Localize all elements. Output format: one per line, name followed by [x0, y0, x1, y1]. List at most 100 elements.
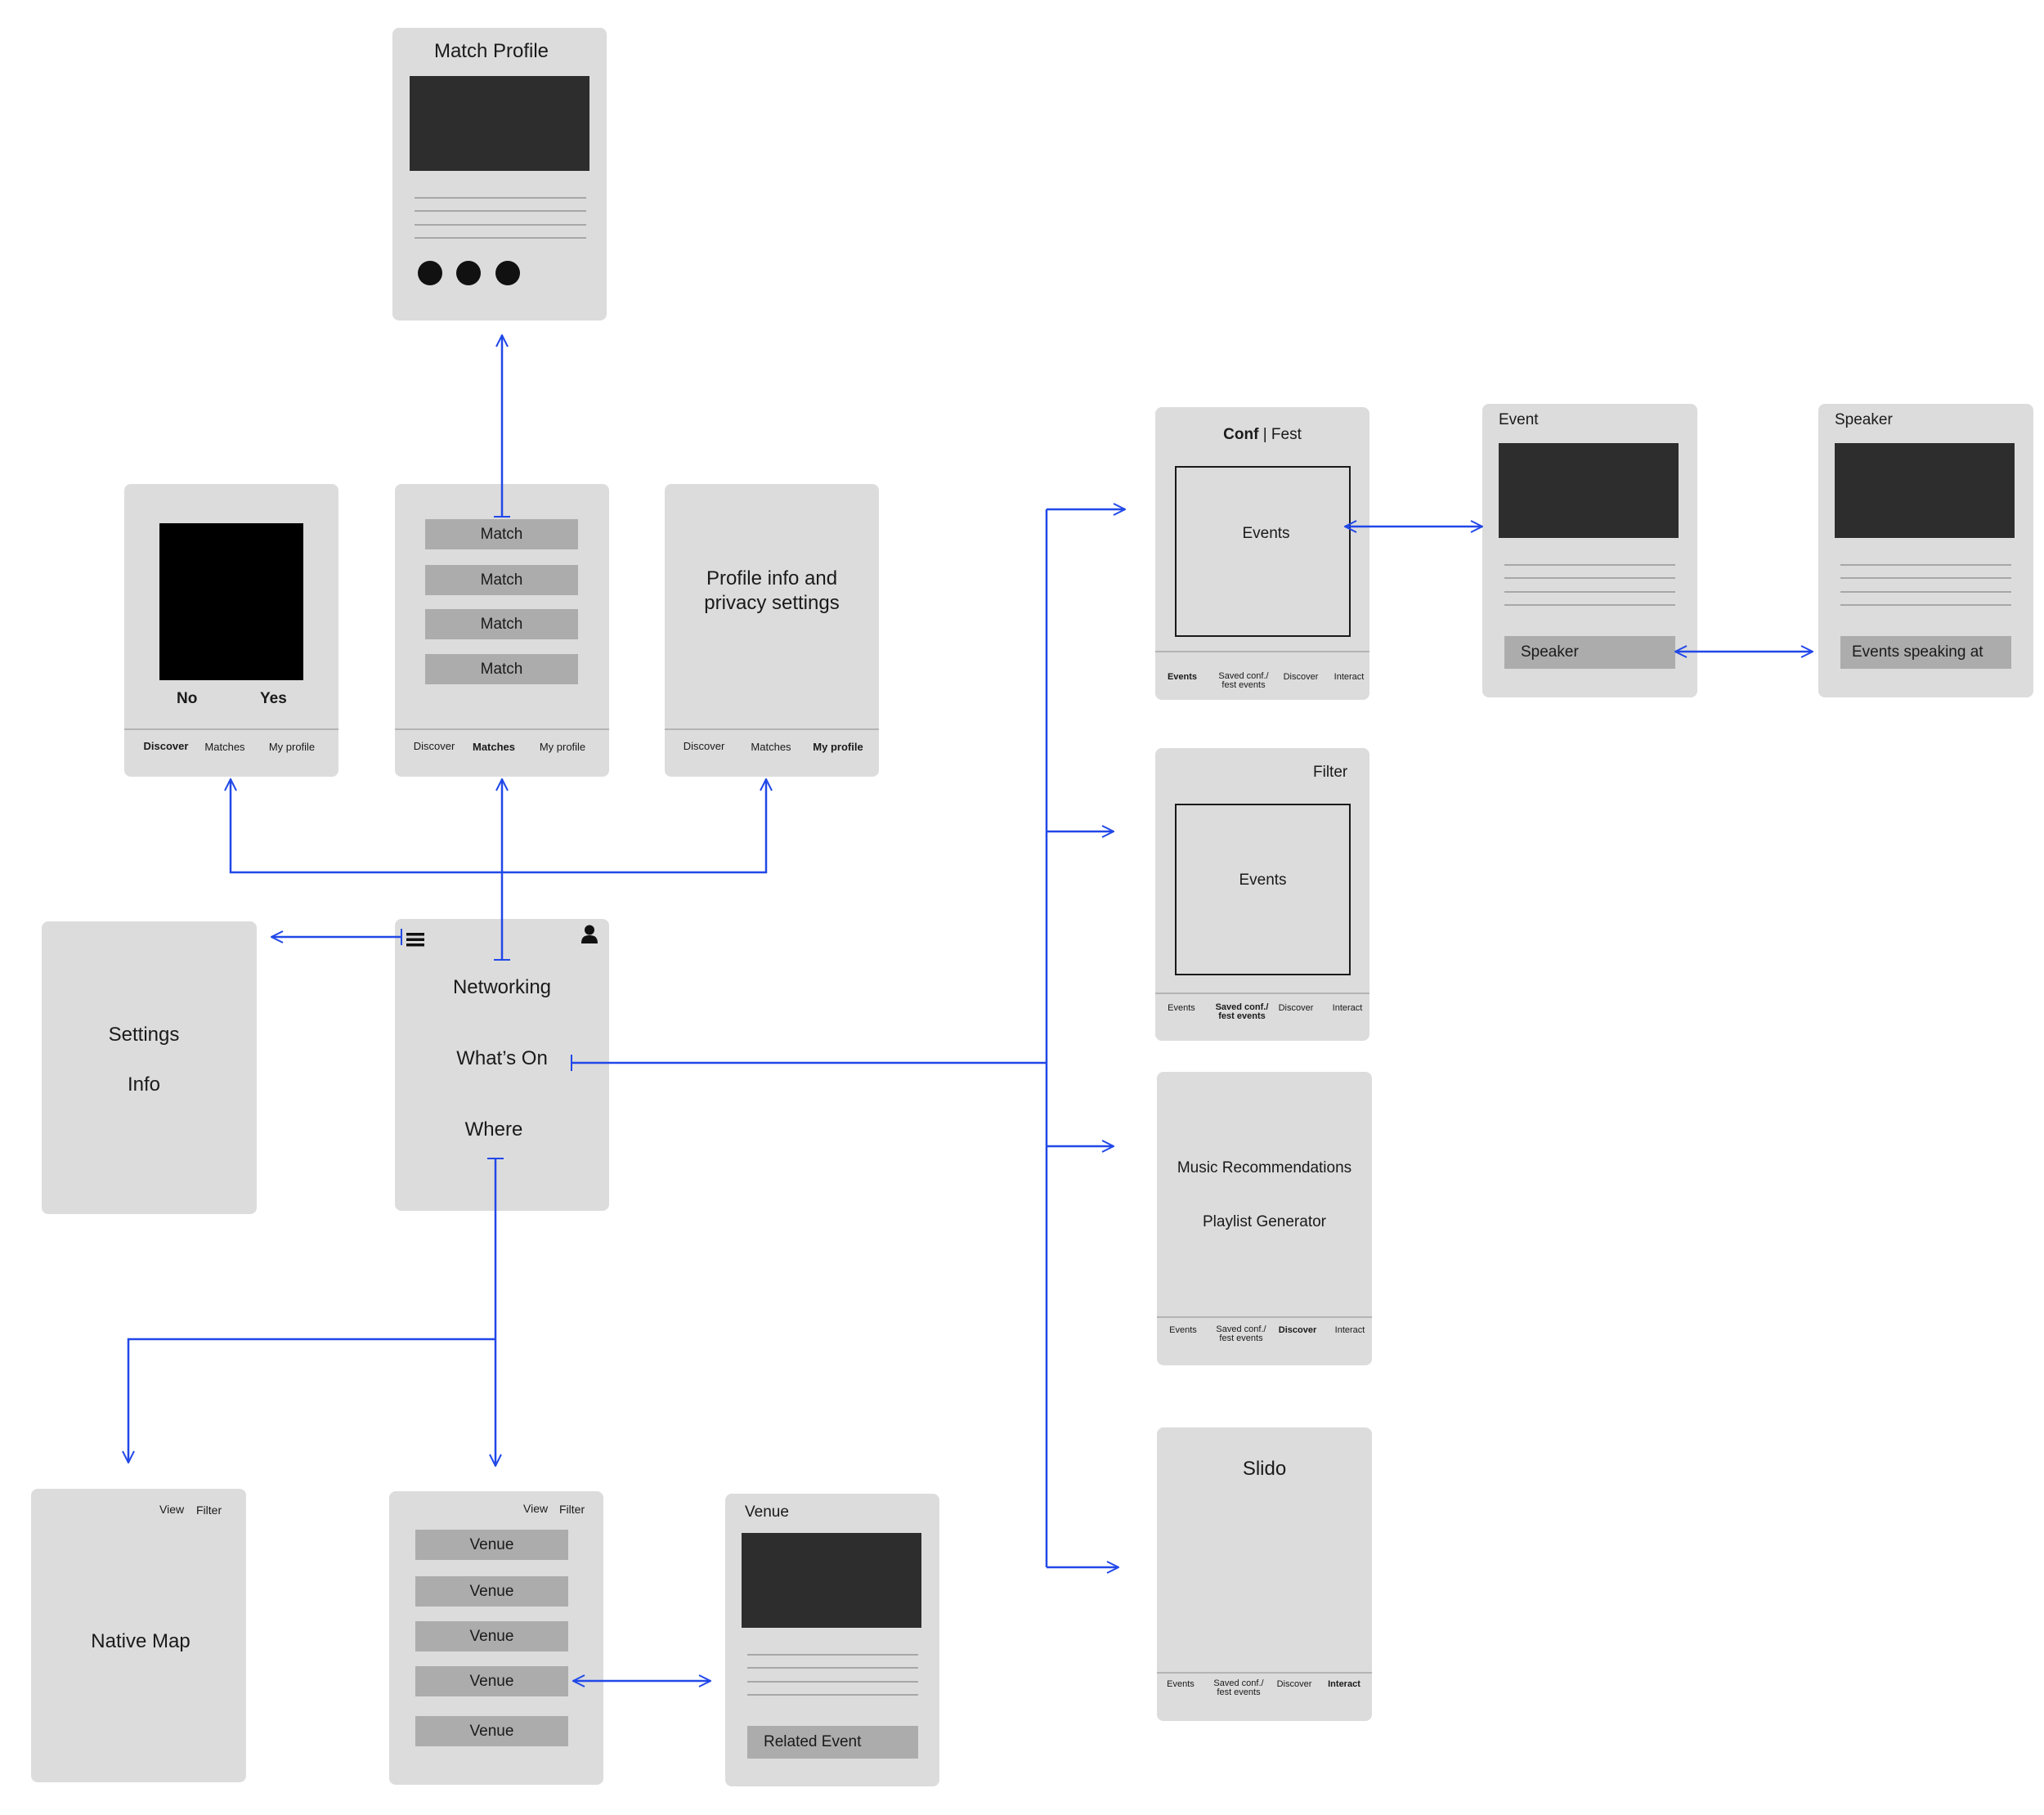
tab-events[interactable]: Events	[1167, 1679, 1195, 1689]
tab-events[interactable]: Events	[1168, 1003, 1195, 1013]
venue-title: Venue	[745, 1504, 789, 1521]
text-line	[415, 210, 586, 212]
saved-label-line1: Saved conf./	[1216, 1324, 1266, 1334]
match-item[interactable]: Match	[425, 565, 578, 595]
speaker-image-placeholder	[1835, 443, 2015, 538]
tab-saved-events[interactable]: Saved conf./ fest events	[1195, 1325, 1287, 1343]
view-button[interactable]: View	[159, 1503, 185, 1516]
text-line	[415, 237, 586, 239]
text-line	[1504, 591, 1675, 593]
text-line	[1840, 591, 2011, 593]
events-speaking-at-button[interactable]: Events speaking at	[1840, 636, 2011, 669]
match-item[interactable]: Match	[425, 519, 578, 549]
whats-on-link[interactable]: What’s On	[456, 1047, 548, 1069]
venue-detail-screen: Venue Related Event	[725, 1494, 939, 1786]
interact-slido-screen: Slido Events Saved conf./ fest events Di…	[1157, 1427, 1372, 1721]
matches-screen: Match Match Match Match Discover Matches…	[395, 484, 609, 777]
text-line	[415, 224, 586, 226]
candidate-photo	[159, 523, 303, 680]
tab-my-profile[interactable]: My profile	[539, 741, 586, 753]
tab-matches[interactable]: Matches	[472, 741, 516, 753]
playlist-generator-link[interactable]: Playlist Generator	[1202, 1213, 1326, 1230]
connector-to-discover	[231, 779, 502, 874]
match-item[interactable]: Match	[425, 654, 578, 684]
connector-to-native-map	[128, 1338, 495, 1463]
tab-matches[interactable]: Matches	[751, 741, 791, 753]
tab-saved-events[interactable]: Saved conf./ fest events	[1198, 672, 1289, 690]
related-event-button[interactable]: Related Event	[747, 1726, 918, 1759]
tab-interact[interactable]: Interact	[1334, 1325, 1365, 1335]
tab-discover[interactable]: Discover	[1283, 672, 1319, 682]
match-item[interactable]: Match	[425, 609, 578, 639]
tab-my-profile[interactable]: My profile	[268, 741, 316, 753]
filter-button[interactable]: Filter	[559, 1503, 585, 1516]
action-button[interactable]	[495, 261, 520, 285]
settings-screen: Settings Info	[42, 921, 257, 1214]
tab-interact[interactable]: Interact	[1334, 672, 1365, 682]
view-button[interactable]: View	[523, 1502, 549, 1515]
tab-discover[interactable]: Discover	[1278, 1003, 1314, 1013]
tab-matches[interactable]: Matches	[204, 741, 245, 753]
tab-discover[interactable]: Discover	[1278, 1325, 1317, 1335]
tab-my-profile[interactable]: My profile	[813, 741, 863, 753]
slido-title: Slido	[1242, 1458, 1287, 1480]
venue-item[interactable]: Venue	[415, 1716, 568, 1746]
networking-link[interactable]: Networking	[452, 976, 552, 998]
text-line	[747, 1654, 918, 1656]
match-profile-screen: Match Profile	[392, 28, 607, 320]
venue-item[interactable]: Venue	[415, 1666, 568, 1696]
tab-bar-divider	[665, 728, 879, 730]
saved-label-line2: fest events	[1218, 1011, 1266, 1021]
tab-discover[interactable]: Discover	[413, 740, 455, 752]
venue-item[interactable]: Venue	[415, 1576, 568, 1607]
venue-image-placeholder	[742, 1533, 921, 1628]
text-line	[1504, 577, 1675, 579]
text-line	[415, 197, 586, 199]
event-title: Event	[1499, 411, 1539, 428]
my-profile-screen: Profile info and privacy settings Discov…	[665, 484, 879, 777]
tab-discover[interactable]: Discover	[143, 740, 189, 752]
where-link[interactable]: Where	[464, 1118, 523, 1141]
hamburger-menu-icon[interactable]	[406, 932, 424, 947]
settings-item[interactable]: Settings	[108, 1024, 180, 1046]
text-line	[747, 1694, 918, 1696]
saved-events-screen: Filter Events Events Saved conf./ fest e…	[1155, 748, 1369, 1041]
user-icon[interactable]	[581, 925, 598, 944]
tab-bar-divider	[1157, 1672, 1372, 1674]
tab-bar-divider	[1157, 1316, 1372, 1318]
tab-discover[interactable]: Discover	[683, 740, 725, 752]
no-button[interactable]: No	[177, 690, 198, 707]
music-recommendations-link[interactable]: Music Recommendations	[1177, 1159, 1352, 1176]
venue-item[interactable]: Venue	[415, 1530, 568, 1560]
tab-saved-events[interactable]: Saved conf./ fest events	[1193, 1679, 1284, 1697]
speaker-button[interactable]: Speaker	[1504, 636, 1675, 669]
tab-events[interactable]: Events	[1167, 672, 1198, 682]
yes-button[interactable]: Yes	[260, 690, 287, 707]
tab-saved-events[interactable]: Saved conf./ fest events	[1196, 1003, 1288, 1021]
conf-tab[interactable]: Conf	[1223, 426, 1259, 443]
conf-fest-toggle[interactable]: Conf | Fest	[1155, 426, 1369, 444]
tab-interact[interactable]: Interact	[1328, 1679, 1360, 1689]
filter-button[interactable]: Filter	[196, 1504, 222, 1517]
tab-events[interactable]: Events	[1169, 1325, 1197, 1335]
tab-discover[interactable]: Discover	[1276, 1679, 1312, 1689]
tab-bar-divider	[395, 728, 609, 730]
events-label: Events	[1239, 872, 1287, 889]
venue-list-screen: View Filter Venue Venue Venue Venue Venu…	[389, 1491, 603, 1785]
action-button[interactable]	[418, 261, 442, 285]
event-image-placeholder	[1499, 443, 1679, 538]
filter-button[interactable]: Filter	[1313, 764, 1348, 781]
text-line	[1840, 577, 2011, 579]
text-line	[747, 1681, 918, 1683]
info-item[interactable]: Info	[127, 1073, 161, 1096]
profile-info-line2: privacy settings	[704, 592, 840, 614]
action-button[interactable]	[456, 261, 481, 285]
venue-item[interactable]: Venue	[415, 1621, 568, 1651]
tab-interact[interactable]: Interact	[1332, 1003, 1363, 1013]
events-list-frame	[1175, 466, 1351, 637]
fest-tab[interactable]: Fest	[1271, 426, 1302, 443]
saved-label-line2: fest events	[1217, 1687, 1261, 1697]
native-map-screen: View Filter Native Map	[31, 1489, 246, 1782]
tab-bar-divider	[124, 728, 338, 730]
events-list-frame	[1175, 804, 1351, 975]
